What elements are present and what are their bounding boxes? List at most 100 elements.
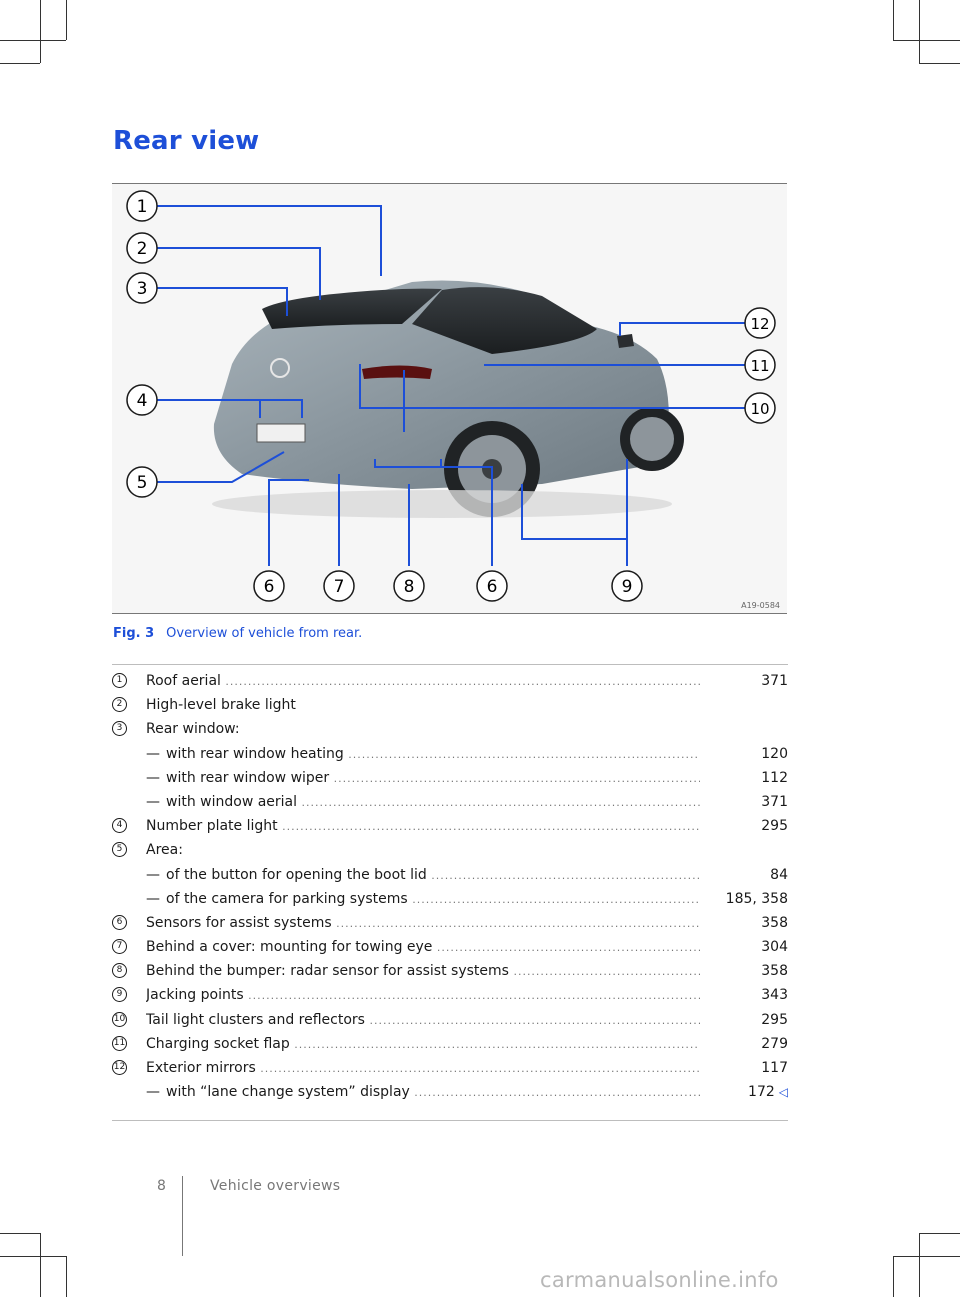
legend-number-badge: 5 (112, 842, 127, 858)
legend-label-text: Charging socket flap (146, 1035, 290, 1052)
callout-3: 3 (126, 272, 158, 304)
legend-label-text: with window aerial (166, 793, 298, 810)
crop-mark (919, 1233, 920, 1297)
legend-page-ref: 295 (704, 814, 788, 838)
legend-label-text: of the button for opening the boot lid (166, 866, 427, 883)
legend-label: Rear window: (146, 717, 700, 741)
legend-dash: — (146, 745, 160, 762)
legend-page-number: 117 (761, 1060, 788, 1076)
legend-page-number: 358 (761, 963, 788, 980)
legend-page-ref: 358 (704, 959, 788, 983)
legend-label-text: with “lane change system” display (166, 1084, 410, 1101)
callout-2: 2 (126, 232, 158, 264)
leader-dots: ........................................… (301, 795, 700, 809)
legend-label-text: Rear window: (146, 721, 240, 738)
legend-label: —with “lane change system” display .....… (146, 1080, 700, 1105)
callout-7: 7 (323, 570, 355, 602)
crop-mark (66, 1256, 67, 1297)
legend-item: —with rear window heating ..............… (112, 742, 788, 766)
crop-mark (893, 40, 960, 41)
svg-text:9: 9 (622, 577, 633, 597)
legend-item: — with window aerial ....................… (112, 790, 788, 814)
legend-item: 6 Sensors for assist systems ............… (112, 911, 788, 935)
legend-number-badge: 6 (112, 914, 127, 930)
svg-text:8: 8 (404, 577, 415, 597)
number-plate (256, 423, 306, 443)
callout-6a: 6 (253, 570, 285, 602)
callout-9: 9 (611, 570, 643, 602)
legend-label-text: Exterior mirrors (146, 1060, 256, 1076)
svg-text:5: 5 (137, 473, 148, 493)
legend-item: 5 Area: (112, 838, 788, 862)
legend-item: —with rear window wiper ................… (112, 766, 788, 790)
legend-page-ref: 371 (704, 790, 788, 814)
svg-text:3: 3 (137, 279, 148, 299)
legend-label-text: Roof aerial (146, 673, 221, 689)
legend-page-number: 304 (761, 939, 788, 956)
legend-label: Number plate light .....................… (146, 814, 700, 839)
crop-mark (919, 0, 920, 63)
legend-dash: — (146, 793, 160, 810)
legend-dash: — (146, 890, 160, 907)
legend-page-ref: 295 (704, 1008, 788, 1032)
page-number: 8 (157, 1178, 166, 1194)
legend-label: —with rear window wiper ................… (146, 766, 700, 791)
legend-number-badge: 7 (112, 939, 127, 955)
crop-mark (893, 1256, 960, 1257)
legend-item: 4 Number plate light ....................… (112, 814, 788, 838)
page-title: Rear view (113, 126, 260, 156)
svg-text:12: 12 (750, 315, 769, 333)
legend-label: Area: (146, 838, 700, 862)
crop-mark (40, 0, 41, 63)
legend-label: High-level brake light (146, 693, 700, 717)
figure-number: Fig. 3 (113, 626, 155, 641)
legend-label-text: Number plate light (146, 818, 278, 835)
legend-label: Charging socket flap ...................… (146, 1032, 700, 1057)
legend-label-text: with rear window heating (166, 745, 344, 762)
legend-item: —with “lane change system” display .....… (112, 1080, 788, 1104)
figure-caption: Fig. 3 Overview of vehicle from rear. (113, 626, 362, 641)
leader-dots: ........................................… (436, 941, 700, 955)
legend-page-number: 120 (761, 745, 788, 762)
legend-page-number: 295 (761, 818, 788, 835)
callout-8: 8 (393, 570, 425, 602)
callouts: 1 2 3 4 5 6 7 8 6 9 10 11 12 (126, 190, 776, 602)
svg-text:1: 1 (137, 197, 148, 217)
callout-11: 11 (744, 349, 776, 381)
legend-dash: — (146, 1084, 160, 1101)
legend-label-text: Area: (146, 842, 183, 859)
legend-page-number: 371 (761, 673, 788, 689)
legend-page-number: 84 (770, 866, 788, 883)
legend-item: —of the camera for parking systems .....… (112, 887, 788, 911)
legend-number-badge: 2 (112, 697, 127, 713)
vehicle-illustration: 1 2 3 4 5 6 7 8 6 9 10 11 12 A19-0584 (112, 184, 787, 613)
crop-mark (66, 0, 67, 40)
legend-label: Sensors for assist systems .............… (146, 911, 700, 936)
image-code: A19-0584 (741, 601, 780, 610)
crop-mark (0, 63, 40, 64)
callout-4: 4 (126, 384, 158, 416)
legend-label-text: Tail light clusters and reflectors (146, 1011, 365, 1028)
leader-dots: ........................................… (336, 916, 700, 930)
svg-text:6: 6 (487, 577, 498, 597)
legend-page-number: 358 (761, 914, 788, 931)
legend-page-ref: 172◁ (704, 1080, 788, 1104)
crop-mark (40, 1233, 41, 1297)
legend-page-ref: 185, 358 (704, 887, 788, 911)
leader-dots: ........................................… (260, 1062, 700, 1075)
side-window-glass (412, 287, 597, 354)
legend-page-ref: 343 (704, 983, 788, 1007)
svg-text:10: 10 (750, 400, 769, 418)
leader-dots: ........................................… (225, 675, 700, 688)
watermark: carmanualsonline.info (540, 1268, 779, 1292)
figure-caption-text: Overview of vehicle from rear. (166, 626, 363, 641)
svg-text:4: 4 (137, 391, 148, 411)
svg-text:11: 11 (750, 357, 769, 375)
legend-number-badge: 4 (112, 818, 127, 834)
legend-page-ref: 117 (704, 1056, 788, 1080)
